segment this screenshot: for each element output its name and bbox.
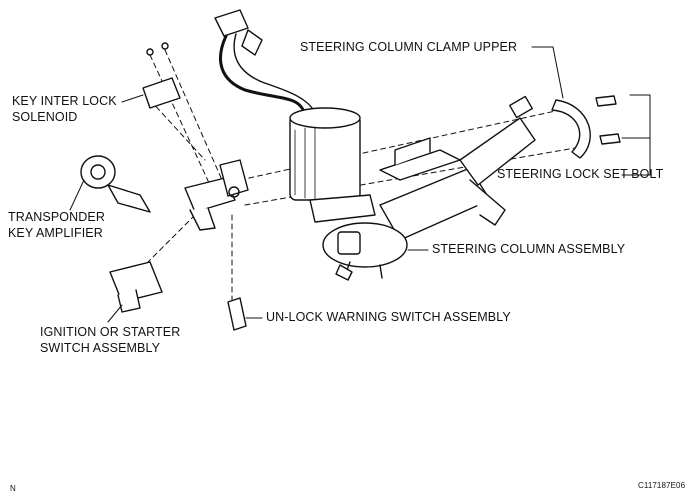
clamp-upper	[551, 99, 591, 159]
footer-left-code: N	[10, 484, 16, 493]
label-ignition-line2: SWITCH ASSEMBLY	[40, 341, 161, 355]
label-clamp-upper: STEERING COLUMN CLAMP UPPER	[300, 40, 518, 54]
ignition-switch	[109, 261, 163, 313]
wire-harness	[214, 9, 319, 119]
steering-column-body	[379, 95, 536, 241]
label-key-interlock-line1: KEY INTER LOCK	[12, 94, 117, 108]
label-column-assembly: STEERING COLUMN ASSEMBLY	[432, 242, 626, 256]
column-gear-housing	[322, 222, 408, 281]
label-transponder-line1: TRANSPONDER	[8, 210, 105, 224]
label-ignition-line1: IGNITION OR STARTER	[40, 325, 181, 339]
label-transponder-line2: KEY AMPLIFIER	[8, 226, 103, 240]
lock-assembly	[184, 159, 249, 231]
key-interlock-solenoid	[142, 42, 181, 109]
leader-lines	[69, 46, 651, 323]
transponder-amplifier	[80, 155, 151, 213]
label-unlock-switch: UN-LOCK WARNING SWITCH ASSEMBLY	[266, 310, 511, 324]
label-lock-set-bolt: STEERING LOCK SET BOLT	[497, 167, 664, 181]
label-key-interlock-line2: SOLENOID	[12, 110, 78, 124]
motor-housing	[289, 107, 376, 223]
set-bolts	[595, 95, 621, 145]
unlock-warning-switch	[227, 297, 247, 331]
footer-right-code: C117187E06	[638, 481, 686, 490]
